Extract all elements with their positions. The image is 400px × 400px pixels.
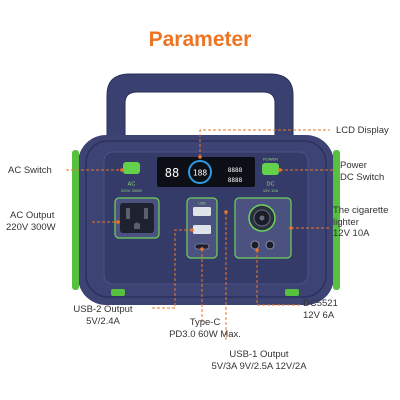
dc5521-port-right[interactable] xyxy=(265,240,275,250)
svg-text:USB: USB xyxy=(198,202,206,206)
lcd-display xyxy=(157,157,255,187)
right-green-strip xyxy=(333,150,340,290)
lcd-left-digits: 88 xyxy=(165,166,179,180)
label-usb-1-output: USB-1 Output 5V/3A 9V/2.5A 12V/2A xyxy=(211,349,307,372)
foot-left xyxy=(111,289,125,296)
lcd-ring xyxy=(188,160,212,184)
lcd-right-bottom-digits: 8888 xyxy=(228,177,243,184)
label-dc5521: DC5521 12V 6A xyxy=(303,298,338,321)
panel-dc-sub: 12V 10A xyxy=(263,188,279,193)
callout-lines xyxy=(66,129,335,342)
foot-right xyxy=(285,289,299,296)
power-switch-button[interactable] xyxy=(262,163,279,175)
ac-pin-left xyxy=(126,208,130,219)
ac-switch-button[interactable] xyxy=(123,162,140,174)
usb-2-port[interactable] xyxy=(193,225,211,234)
label-usb-2-output: USB-2 Output 5V/2.4A xyxy=(73,304,133,327)
label-ac-switch: AC Switch xyxy=(8,165,52,176)
label-type-c: Type-C PD3.0 60W Max. xyxy=(169,317,241,340)
ac-pin-right xyxy=(144,208,148,219)
panel-power-label: POWER xyxy=(263,157,278,162)
page-title: Parameter xyxy=(148,28,252,51)
label-cigarette-lighter: The cigarette lighter 12V 10A xyxy=(333,205,389,239)
label-power-dc-switch: Power DC Switch xyxy=(340,160,385,183)
panel-ac-sub: 220V 300W xyxy=(121,188,142,193)
panel-dc-label: DC xyxy=(267,182,275,188)
lcd-center-digits: 188 xyxy=(193,169,208,178)
dc5521-port-left[interactable] xyxy=(250,240,260,250)
label-lcd-display: LCD Display xyxy=(336,125,389,136)
usb-1-port[interactable] xyxy=(193,207,211,216)
label-ac-output: AC Output 220V 300W xyxy=(6,210,56,233)
lcd-right-top-digits: 8888 xyxy=(228,167,243,174)
ac-pin-ground xyxy=(134,222,140,229)
panel-ac-label: AC xyxy=(128,182,136,188)
callout-dots xyxy=(116,155,293,252)
left-green-strip xyxy=(72,150,79,290)
